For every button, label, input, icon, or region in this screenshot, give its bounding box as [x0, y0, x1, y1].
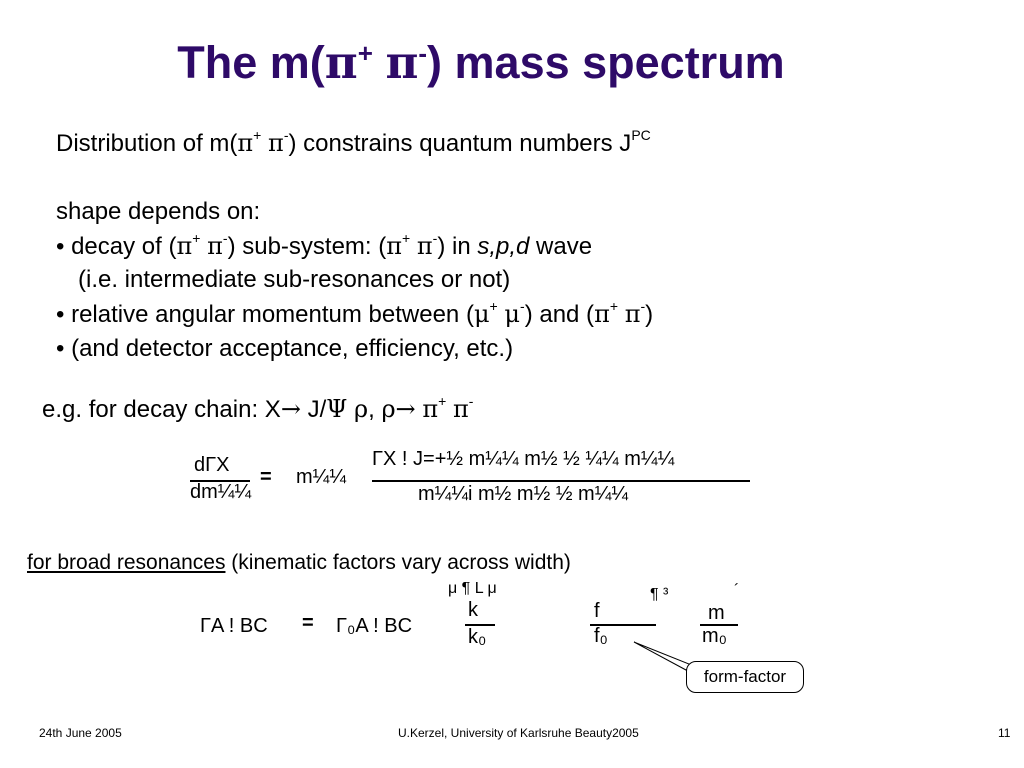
decay-chain-line: e.g. for decay chain: X→ J/Ψ ρ, ρ→ π+ π-	[42, 393, 474, 423]
eq2-frac3-den: m₀	[702, 625, 727, 647]
eq1-equals: =	[260, 466, 272, 488]
eq1-mass-term: m¼¼	[296, 466, 347, 488]
eq2-frac3-num: m	[708, 602, 725, 624]
eq2-frac2-num: f	[594, 600, 600, 622]
bullet-detector: • (and detector acceptance, efficiency, …	[56, 335, 514, 362]
broad-resonances-line: for broad resonances (kinematic factors …	[27, 551, 571, 574]
eq2-equals: =	[302, 612, 314, 634]
eq2-frac2-den: f₀	[594, 625, 608, 647]
eq1-lhs-denominator: dm¼¼	[190, 481, 252, 503]
eq2-rhs: Γ₀A ! BC	[336, 615, 413, 637]
eq2-frac1-num: k	[468, 599, 478, 621]
slide-title: The m(π+ π-) mass spectrum	[177, 36, 785, 89]
eq2-exponent2: ¶ ³	[650, 586, 669, 603]
eq2-frac1-den: k₀	[468, 626, 487, 648]
shape-heading: shape depends on:	[56, 198, 261, 225]
distribution-line: Distribution of m(π+ π-) constrains quan…	[56, 127, 651, 157]
eq1-rhs-numerator: ΓX ! J=+½ m¼¼ m½ ½ ¼¼ m¼¼	[372, 448, 675, 470]
footer-page-number: 11	[998, 726, 1011, 740]
bullet-decay: • decay of (π+ π-) sub-system: (π+ π-) i…	[56, 230, 593, 260]
footer-author: U.Kerzel, University of Karlsruhe Beauty…	[398, 726, 639, 740]
eq2-acute: ´	[734, 582, 740, 599]
bullet-angular: • relative angular momentum between (μ+ …	[56, 298, 654, 328]
eq2-exponent: μ ¶ L μ	[448, 580, 497, 597]
eq1-rhs-fraction-bar	[372, 480, 750, 482]
eq1-rhs-denominator: m¼¼i m½ m½ ½ m¼¼	[418, 483, 629, 505]
eq2-lhs: ΓA ! BC	[200, 615, 268, 637]
eq2-frac1-bar	[465, 624, 495, 626]
eq2-frac3-bar	[700, 624, 738, 626]
footer-date: 24th June 2005	[39, 726, 122, 740]
bullet-decay-sub: (i.e. intermediate sub-resonances or not…	[78, 266, 511, 293]
eq1-lhs-fraction-bar	[190, 480, 250, 482]
formfactor-label: form-factor	[686, 661, 804, 693]
eq1-lhs-numerator: dΓX	[194, 454, 230, 476]
eq2-frac2-bar	[590, 624, 656, 626]
